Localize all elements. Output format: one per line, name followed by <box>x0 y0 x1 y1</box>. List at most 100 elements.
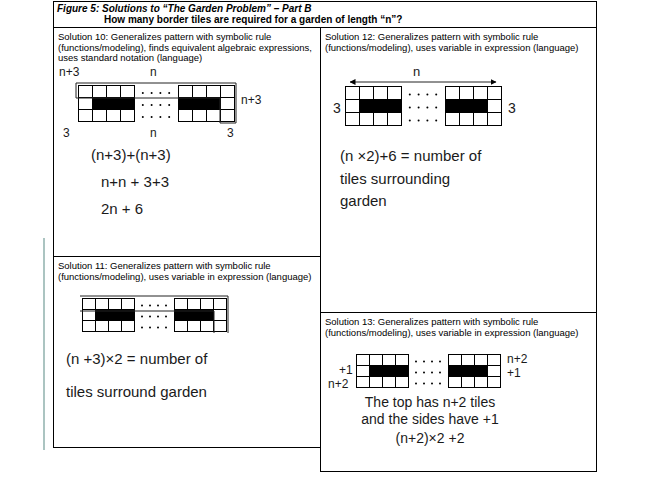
handwritten-note: The top has n+2 tiles and the sides have… <box>355 394 505 428</box>
tile <box>121 98 135 110</box>
handwritten-note: n+n + 3+3 <box>101 173 169 190</box>
grouping-outline <box>80 296 228 333</box>
handwritten-note: n+2 <box>328 378 348 390</box>
tile <box>193 110 207 122</box>
panel-heading: Solution 13: Generalizes pattern with sy… <box>325 317 593 338</box>
ellipsis-dot <box>435 94 437 96</box>
tile <box>93 110 107 122</box>
ellipsis-dot <box>415 372 417 374</box>
tile <box>460 100 474 113</box>
tile <box>449 355 462 366</box>
tile <box>396 377 409 388</box>
ellipsis-dot <box>418 120 420 122</box>
title-band <box>54 2 597 28</box>
ellipsis-dot <box>157 305 159 307</box>
tile <box>93 86 107 98</box>
ellipsis-dot <box>149 316 151 318</box>
solution-panel: Solution 10: Generalizes pattern with sy… <box>53 27 321 257</box>
tile <box>201 321 214 332</box>
tile <box>488 366 501 377</box>
tile <box>346 100 360 113</box>
tile <box>488 100 502 113</box>
tile <box>83 299 96 310</box>
tile <box>357 355 370 366</box>
handwritten-note: n <box>150 66 157 80</box>
solution-panel: Solution 11: Generalizes pattern with sy… <box>53 256 321 448</box>
garden-tiles <box>79 86 235 122</box>
ellipsis-dot <box>423 372 425 374</box>
tile <box>474 113 488 126</box>
tile <box>449 377 462 388</box>
tile <box>475 366 488 377</box>
ellipsis-dot <box>149 305 151 307</box>
ellipsis-dot <box>157 316 159 318</box>
panel-heading: Solution 10: Generalizes pattern with sy… <box>58 32 318 64</box>
tile <box>193 86 207 98</box>
grouping-outline <box>80 311 214 333</box>
tile <box>214 310 227 321</box>
tile <box>221 98 235 110</box>
ellipsis-dot <box>435 107 437 109</box>
tile <box>374 87 388 100</box>
tile <box>488 113 502 126</box>
tile <box>460 87 474 100</box>
tile <box>93 98 107 110</box>
tile <box>107 98 121 110</box>
tile <box>122 299 135 310</box>
tile <box>83 321 96 332</box>
garden-tiles <box>83 299 227 332</box>
tile <box>96 299 109 310</box>
handwritten-note: +1 <box>339 364 353 376</box>
tile <box>374 113 388 126</box>
ellipsis-dot <box>142 104 144 106</box>
ellipsis-dot <box>142 116 144 118</box>
tile <box>488 355 501 366</box>
handwritten-note: (n+2)×2 +2 <box>355 430 505 447</box>
grouping-outline <box>76 83 236 123</box>
ellipsis-dot <box>157 327 159 329</box>
tile <box>388 87 402 100</box>
tile <box>474 100 488 113</box>
ellipsis-dot <box>423 383 425 385</box>
handwritten-note: n+3 <box>59 66 79 80</box>
ellipsis-dot <box>159 92 161 94</box>
tile <box>462 355 475 366</box>
tile <box>383 366 396 377</box>
ellipsis-dot <box>409 107 411 109</box>
tile <box>488 87 502 100</box>
figure-question: How many border tiles are required for a… <box>104 14 402 26</box>
tile <box>462 366 475 377</box>
ellipsis-dot <box>439 361 441 363</box>
ellipsis-dot <box>418 94 420 96</box>
tile <box>449 366 462 377</box>
handwritten-note: n <box>150 127 157 141</box>
tile <box>201 299 214 310</box>
tile <box>374 100 388 113</box>
ellipsis-dot <box>431 361 433 363</box>
tile <box>179 98 193 110</box>
ellipsis-dot <box>149 327 151 329</box>
length-arrow <box>350 82 496 83</box>
tile <box>109 321 122 332</box>
solution-panel: Solution 12: Generalizes pattern with sy… <box>320 27 597 313</box>
ellipsis-dot <box>168 92 170 94</box>
margin-line <box>43 238 45 450</box>
tile <box>122 321 135 332</box>
handwritten-note: n <box>413 65 420 80</box>
tile <box>221 86 235 98</box>
tile <box>188 299 201 310</box>
tile <box>107 110 121 122</box>
ellipsis-dot <box>426 107 428 109</box>
tile <box>370 355 383 366</box>
ellipsis-dot <box>141 316 143 318</box>
ellipsis-dot <box>426 94 428 96</box>
ellipsis-dot <box>141 327 143 329</box>
handwritten-note: (n ×2)+6 = number of tiles surrounding g… <box>340 145 495 213</box>
panel-heading: Solution 12: Generalizes pattern with sy… <box>325 32 593 53</box>
ellipsis-dot <box>151 104 153 106</box>
tile <box>175 321 188 332</box>
ellipsis-dot <box>409 94 411 96</box>
tile <box>475 355 488 366</box>
tile <box>370 366 383 377</box>
